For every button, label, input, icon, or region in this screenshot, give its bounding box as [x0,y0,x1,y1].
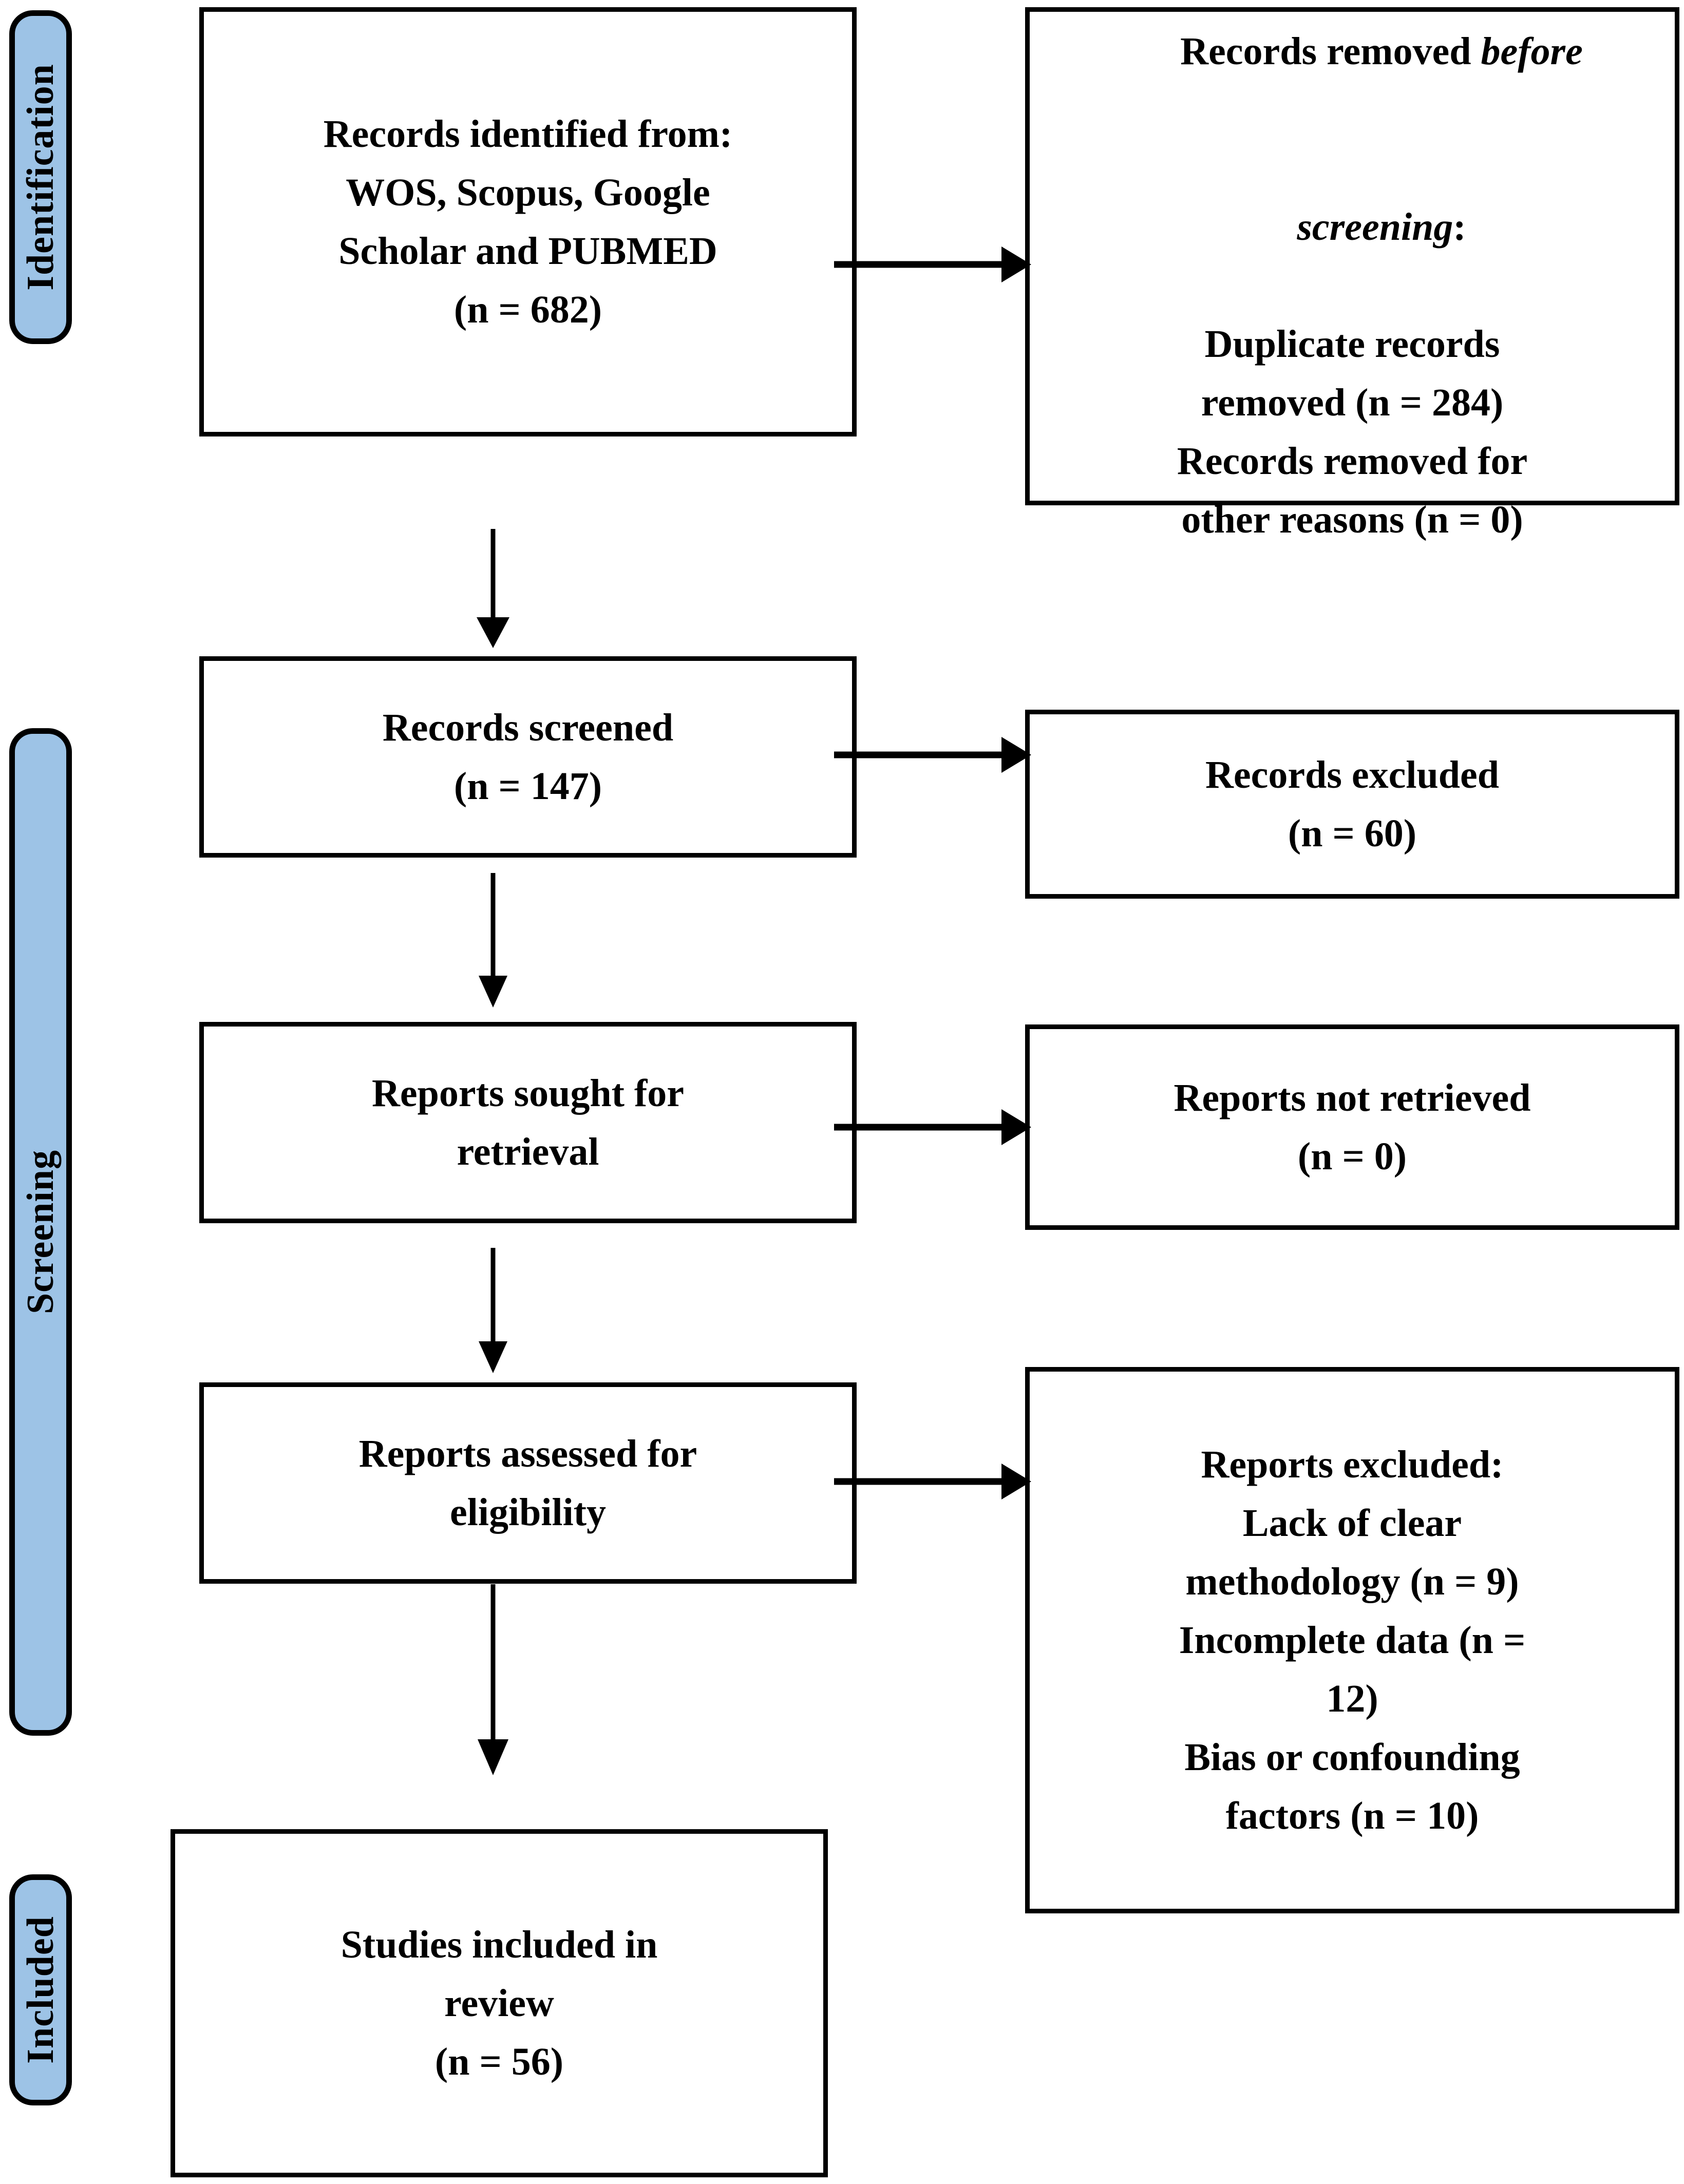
reports-sought-line-2: retrieval [457,1130,599,1173]
records-identified-line-1: Records identified from: [323,112,733,156]
studies-included-line-2: review [444,1982,554,2025]
reports-not-retrieved-count: (n = 0) [1297,1135,1407,1178]
records-removed-colon: : [1453,205,1466,249]
stage-label-identification: Identification [20,64,62,291]
arrow-screened-to-sought [462,873,524,1012]
records-identified-count: (n = 682) [453,288,602,331]
reports-excluded-reason-3-line-1: Bias or confounding [1184,1736,1520,1779]
reports-excluded-reason-1-line-1: Lack of clear [1242,1502,1462,1545]
reports-excluded-reason-3-line-2: factors (n = 10) [1225,1794,1479,1837]
records-removed-before-italic: before [1481,30,1583,73]
arrow-sought-to-not-retrieved [832,1104,1048,1150]
stage-pill-screening: Screening [9,728,72,1736]
reports-assessed-line-1: Reports assessed for [358,1432,697,1475]
stage-label-included: Included [20,1916,62,2064]
other-reasons-count: other reasons (n = 0) [1181,498,1523,541]
duplicate-records-count: removed (n = 284) [1201,381,1504,424]
reports-not-retrieved-label: Reports not retrieved [1174,1076,1531,1119]
arrow-assessed-to-included [462,1584,524,1795]
reports-excluded-reason-2-line-1: Incomplete data (n = [1179,1619,1526,1662]
records-removed-prefix: Records removed [1180,30,1481,73]
other-reasons-line: Records removed for [1177,440,1528,483]
arrow-screened-to-excluded [832,732,1048,778]
box-reports-not-retrieved: Reports not retrieved (n = 0) [1025,1024,1679,1230]
studies-included-line-1: Studies included in [340,1923,658,1966]
reports-excluded-reason-1-line-2: methodology (n = 9) [1185,1560,1519,1603]
reports-assessed-line-2: eligibility [450,1491,606,1534]
studies-included-count: (n = 56) [434,2040,564,2083]
reports-sought-line-1: Reports sought for [372,1072,684,1115]
box-reports-excluded: Reports excluded: Lack of clear methodol… [1025,1367,1679,1913]
records-identified-line-2: WOS, Scopus, Google [346,171,710,214]
arrow-sought-to-assessed [462,1248,524,1376]
records-identified-line-3: Scholar and PUBMED [338,230,717,273]
box-records-removed-before-screening: Records removed before screening: Duplic… [1025,7,1679,541]
arrow-identified-to-removed [832,241,1048,288]
records-screened-count: (n = 147) [453,765,602,808]
reports-excluded-heading: Reports excluded: [1201,1443,1504,1486]
records-removed-line-1: Records removed before [1122,0,1583,139]
box-reports-sought-for-retrieval: Reports sought for retrieval [199,1022,857,1223]
arrow-identified-to-screened [462,529,524,652]
records-excluded-count: (n = 60) [1288,812,1417,855]
records-removed-line-2: screening: [1238,139,1466,315]
duplicate-records-line: Duplicate records [1204,322,1500,366]
records-excluded-label: Records excluded [1205,753,1500,796]
records-removed-screening-italic: screening [1297,205,1453,249]
box-records-screened: Records screened (n = 147) [199,656,857,858]
arrow-assessed-to-reports-excluded [832,1458,1048,1505]
stage-pill-included: Included [9,1874,72,2105]
stage-pill-identification: Identification [9,10,72,344]
records-screened-label: Records screened [382,706,674,749]
box-studies-included-in-review: Studies included in review (n = 56) [171,1829,828,2177]
box-records-identified: Records identified from: WOS, Scopus, Go… [199,7,857,436]
box-records-excluded: Records excluded (n = 60) [1025,710,1679,899]
stage-label-screening: Screening [20,1149,62,1315]
box-reports-assessed-for-eligibility: Reports assessed for eligibility [199,1382,857,1584]
reports-excluded-reason-2-line-2: 12) [1326,1677,1378,1720]
